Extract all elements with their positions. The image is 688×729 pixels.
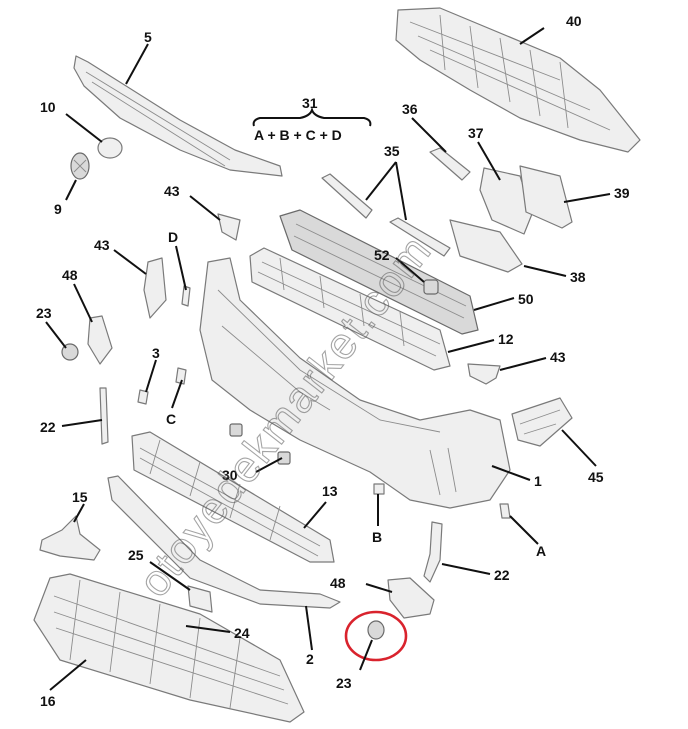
clip-c <box>175 367 187 385</box>
part-25-cover <box>187 585 213 613</box>
callout-40: 40 <box>566 13 582 29</box>
part-30-sensors <box>229 423 291 465</box>
part-43-upper-bracket <box>217 213 241 241</box>
part-16-undertray <box>33 573 305 723</box>
part-5-upper-grille-trim <box>73 55 283 177</box>
callout-5: 5 <box>144 29 152 45</box>
clip-a <box>499 503 511 519</box>
callout-b: B <box>372 529 382 545</box>
part-9-badge <box>70 152 90 180</box>
callout-3: 3 <box>152 345 160 361</box>
callout-30: 30 <box>222 467 238 483</box>
callout-37: 37 <box>468 125 484 141</box>
callout-c: C <box>166 411 176 427</box>
part-23-right-fog-lamp <box>367 620 385 640</box>
callout-38: 38 <box>570 269 586 285</box>
callout-25: 25 <box>128 547 144 563</box>
callout-39: 39 <box>614 185 630 201</box>
callout-45: 45 <box>588 469 604 485</box>
callout-43-right: 43 <box>550 349 566 365</box>
callout-12: 12 <box>498 331 514 347</box>
callout-1: 1 <box>534 473 542 489</box>
callout-a: A <box>536 543 546 559</box>
callout-24: 24 <box>234 625 250 641</box>
part-1-bumper-cover <box>199 257 511 509</box>
part-48-left-fog-bracket <box>87 315 113 365</box>
callout-13: 13 <box>322 483 338 499</box>
callout-23-left: 23 <box>36 305 52 321</box>
highlight-circle <box>344 610 408 662</box>
callout-52: 52 <box>374 247 390 263</box>
callout-43-upper: 43 <box>164 183 180 199</box>
part-2-lower-trim <box>107 475 341 609</box>
part-43-right-bracket <box>467 363 501 385</box>
callout-9: 9 <box>54 201 62 217</box>
callout-50: 50 <box>518 291 534 307</box>
clip-d <box>181 285 191 307</box>
callout-35: 35 <box>384 143 400 159</box>
callout-48-right: 48 <box>330 575 346 591</box>
callout-48-left: 48 <box>62 267 78 283</box>
callout-16: 16 <box>40 693 56 709</box>
part-36-clip <box>429 147 471 181</box>
callout-labels: 40 5 10 9 31 A + B + C + D 36 35 37 39 3… <box>36 13 630 709</box>
part-35-bracket-right <box>389 217 451 257</box>
part-37-deflector <box>479 167 533 235</box>
callout-22-right: 22 <box>494 567 510 583</box>
part-10-emblem <box>97 137 123 159</box>
part-40-upper-crossmember <box>395 7 641 153</box>
part-48-right-fog-bracket <box>387 577 435 619</box>
leader-lines <box>45 27 611 691</box>
part-35-bracket-left <box>321 173 373 219</box>
part-43-left-bracket <box>143 257 167 319</box>
part-12-energy-absorber <box>249 247 451 371</box>
part-38-lower-deflector <box>449 219 523 273</box>
part-22-right-strip <box>423 521 443 583</box>
part-15-bracket <box>39 515 101 561</box>
callout-31: 31 <box>302 95 318 111</box>
callout-36: 36 <box>402 101 418 117</box>
callout-22-left: 22 <box>40 419 56 435</box>
callout-23-right: 23 <box>336 675 352 691</box>
callout-10: 10 <box>40 99 56 115</box>
part-22-left-strip <box>99 387 109 445</box>
callout-43-left: 43 <box>94 237 110 253</box>
clip-b <box>373 483 385 495</box>
callout-2: 2 <box>306 651 314 667</box>
callout-15: 15 <box>72 489 88 505</box>
part-52-sensor <box>423 279 439 295</box>
part-39-deflector <box>519 165 573 229</box>
part-45-side-bracket <box>511 397 573 447</box>
formula-text: A + B + C + D <box>254 127 342 143</box>
callout-d: D <box>168 229 178 245</box>
part-13-lower-grille <box>131 431 335 563</box>
